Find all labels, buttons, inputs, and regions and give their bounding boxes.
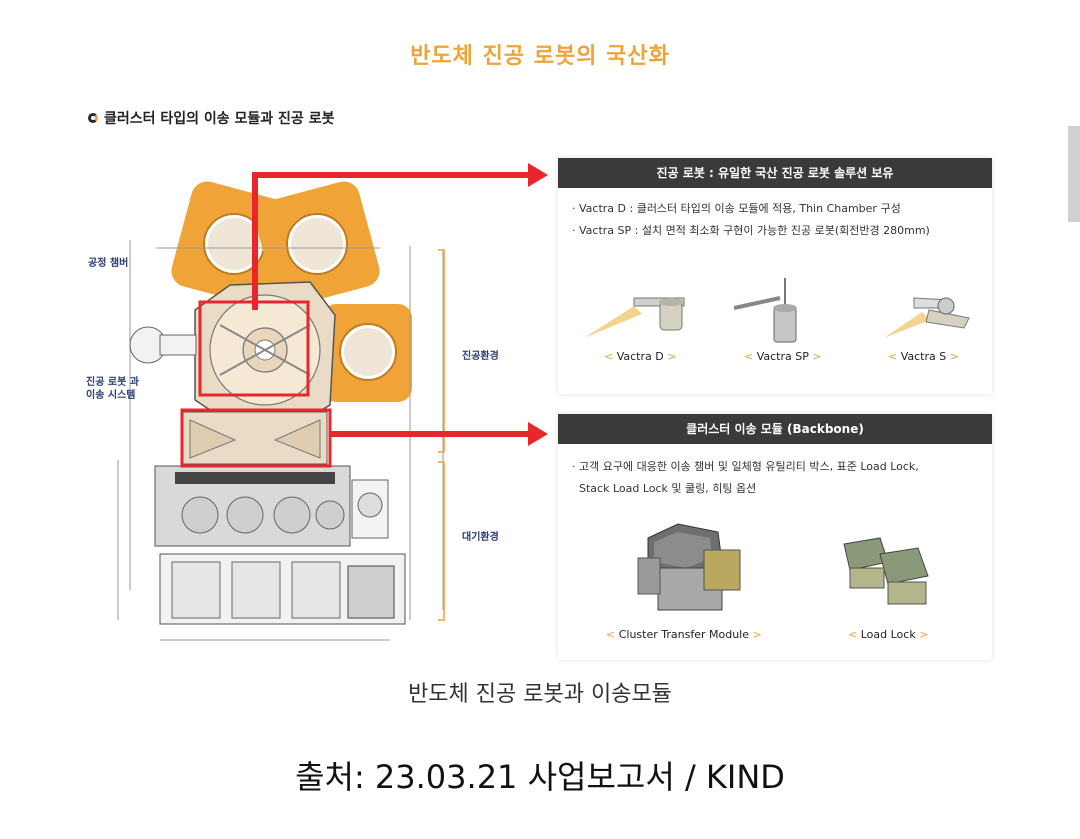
module-highlight-box bbox=[180, 408, 332, 468]
arrow-left: < bbox=[604, 350, 614, 363]
product-name: Vactra S bbox=[900, 350, 947, 363]
arrow-right: > bbox=[949, 350, 959, 363]
side-valve bbox=[129, 326, 197, 364]
arrow-right: > bbox=[667, 350, 677, 363]
red-arrows bbox=[252, 163, 548, 446]
label-vacuum-env: 진공환경 bbox=[462, 351, 499, 362]
product-vactra-sp: < Vactra SP > bbox=[744, 350, 822, 363]
arrow-left: < bbox=[888, 350, 898, 363]
load-lock-image bbox=[843, 537, 929, 605]
vactra-d-robot bbox=[584, 297, 685, 338]
product-load-lock: < Load Lock > bbox=[848, 628, 928, 641]
label-robot-system-line1: 진공 로봇 과 bbox=[86, 377, 139, 388]
cluster-transfer-module-image bbox=[637, 523, 741, 611]
atmos-env-bracket bbox=[438, 461, 445, 621]
vacuum-env-bracket bbox=[438, 249, 445, 453]
label-robot-system: 진공 로봇 과 이송 시스템 bbox=[86, 376, 139, 402]
transfer-chamber bbox=[194, 281, 336, 421]
page-title: 반도체 진공 로봇의 국산화 bbox=[410, 44, 670, 69]
product-name: Load Lock bbox=[860, 628, 916, 641]
product-vactra-s: < Vactra S > bbox=[888, 350, 959, 363]
arrow-left: < bbox=[744, 350, 754, 363]
label-process-chamber: 공정 챔버 bbox=[88, 258, 129, 269]
product-vactra-d: < Vactra D > bbox=[604, 350, 676, 363]
arrow-left: < bbox=[606, 628, 616, 641]
panel-vacuum-robot: 진공 로봇 : 유일한 국산 진공 로봇 솔루션 보유 · Vactra D :… bbox=[558, 158, 992, 394]
robot-product-images bbox=[584, 278, 970, 343]
label-atmos-env: 대기환경 bbox=[462, 532, 499, 543]
arrow-right: > bbox=[919, 628, 929, 641]
robot-arrow-head bbox=[528, 163, 548, 187]
module-bullet-1: · 고객 요구에 대응한 이송 챔버 및 일체형 유틸리티 박스, 표준 Loa… bbox=[572, 460, 919, 473]
arrow-right: > bbox=[812, 350, 822, 363]
vactra-s-robot bbox=[884, 297, 970, 338]
panel-cluster-module: 클러스터 이송 모듈 (Backbone) · 고객 요구에 대응한 이송 챔버… bbox=[558, 414, 992, 660]
robot-bullet-2: · Vactra SP : 설치 면적 최소화 구현이 가능한 진공 로봇(회전… bbox=[572, 224, 930, 237]
panel-robot-header: 진공 로봇 : 유일한 국산 진공 로봇 솔루션 보유 bbox=[558, 158, 992, 188]
backbone-module bbox=[181, 411, 328, 465]
product-name: Cluster Transfer Module bbox=[618, 628, 749, 641]
robot-bullet-1: · Vactra D : 클러스터 타입의 이송 모듈에 적용, Thin Ch… bbox=[572, 202, 901, 215]
module-arrow-head bbox=[528, 422, 548, 446]
source-line: 출처: 23.03.21 사업보고서 / KIND bbox=[295, 758, 785, 796]
panel-module-header: 클러스터 이송 모듈 (Backbone) bbox=[558, 414, 992, 444]
subhead-text: 클러스터 타입의 이송 모듈과 진공 로봇 bbox=[104, 111, 335, 127]
module-bullet-2: Stack Load Lock 및 쿨링, 히팅 옵션 bbox=[572, 482, 757, 495]
product-cluster-transfer-module: < Cluster Transfer Module > bbox=[606, 628, 762, 641]
product-name: Vactra SP bbox=[756, 350, 809, 363]
equipment-diagram bbox=[117, 181, 445, 641]
ring-icon bbox=[88, 113, 98, 123]
arrow-right: > bbox=[752, 628, 762, 641]
vactra-sp-robot bbox=[733, 278, 797, 343]
scrollbar-thumb[interactable] bbox=[1068, 126, 1080, 222]
module-product-images bbox=[637, 523, 929, 611]
figure-caption: 반도체 진공 로봇과 이송모듈 bbox=[408, 682, 672, 707]
product-name: Vactra D bbox=[616, 350, 664, 363]
label-robot-system-line2: 이송 시스템 bbox=[86, 390, 136, 401]
section-subhead: 클러스터 타입의 이송 모듈과 진공 로봇 bbox=[88, 108, 334, 128]
atmospheric-section bbox=[154, 465, 406, 625]
robot-arrow-line bbox=[252, 172, 528, 310]
process-chamber-center bbox=[254, 181, 380, 307]
arrow-left: < bbox=[848, 628, 858, 641]
process-chamber-right bbox=[322, 304, 412, 402]
